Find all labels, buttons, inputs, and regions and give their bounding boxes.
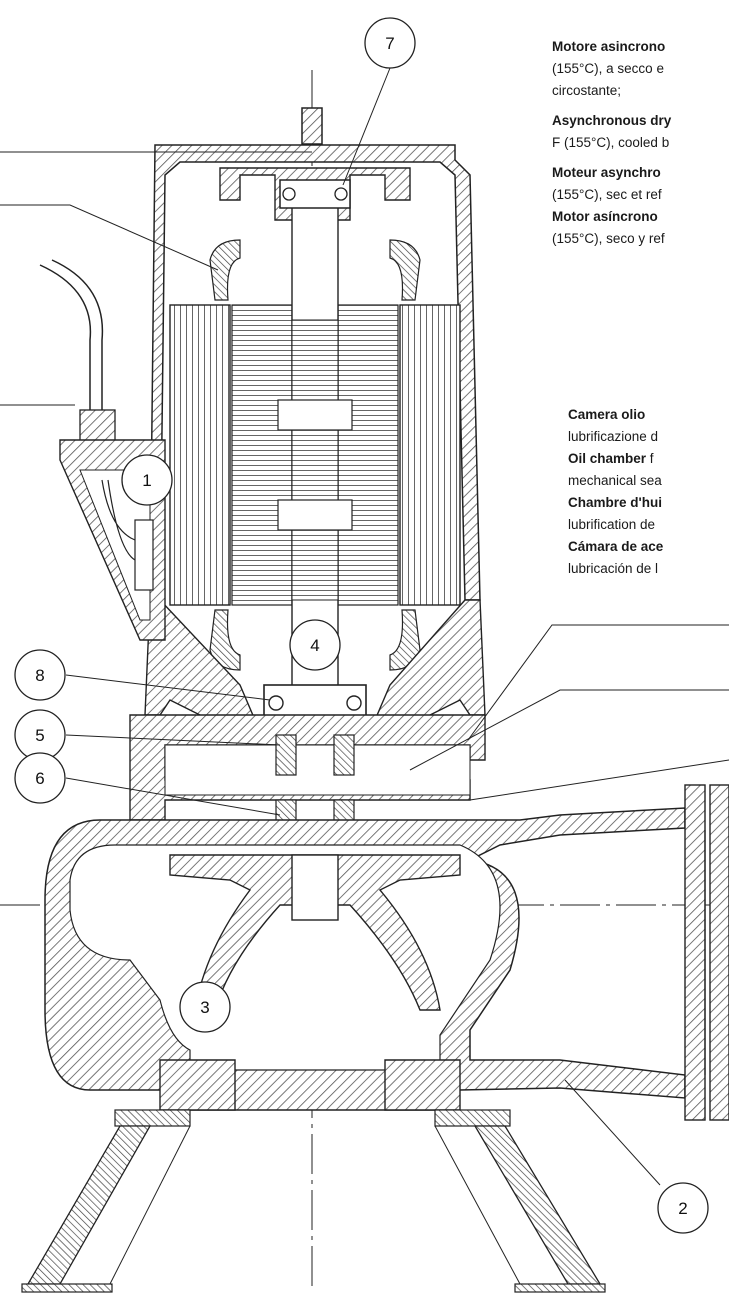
svg-text:4: 4	[310, 636, 319, 655]
motor-fr-title: Moteur asynchro	[552, 165, 661, 180]
balloon-7: 7	[364, 17, 416, 69]
outlet-flange-a	[684, 784, 706, 1121]
mechanical-seal-upper	[275, 734, 355, 776]
svg-text:3: 3	[200, 998, 209, 1017]
oil-chamber-description: Camera olio lubrificazione d Oil chamber…	[568, 404, 663, 580]
shaft-core	[291, 319, 339, 601]
leader-balloon-8	[65, 674, 271, 701]
oil-en-title: Oil chamber	[568, 451, 647, 466]
stator-right	[399, 304, 461, 606]
leader-balloon-5	[65, 734, 281, 746]
rotor-left	[231, 304, 293, 606]
motor-fr-line: (155°C), sec et ref	[552, 187, 662, 202]
leader-casing	[469, 759, 729, 801]
oil-fr-line: lubrification de	[568, 517, 656, 532]
base-leg-right	[473, 1125, 602, 1285]
shaft-segment-a	[277, 399, 353, 431]
bearing-ball-right	[346, 695, 362, 711]
rotor-right	[337, 304, 399, 606]
motor-en-line: F (155°C), cooled b	[552, 135, 670, 150]
wear-ring-right	[384, 1059, 461, 1111]
leader-oil-chamber	[409, 689, 729, 771]
cable-wires	[101, 479, 136, 561]
leader-motor	[467, 624, 729, 741]
balloon-8: 8	[14, 649, 66, 701]
base-foot-left	[21, 1283, 113, 1293]
balloon-6: 6	[14, 752, 66, 804]
impeller-hub	[291, 854, 339, 921]
oil-en-rest: f	[646, 451, 654, 466]
svg-text:1: 1	[142, 471, 151, 490]
balloon-4: 4	[289, 619, 341, 671]
leader-balloon-2	[564, 1079, 661, 1186]
base-inner-right	[434, 1125, 521, 1285]
base-ring-right	[434, 1109, 511, 1127]
oil-es-title: Cámara de ace	[568, 539, 664, 554]
motor-it-line: (155°C), a secco e	[552, 61, 664, 76]
oil-fr-title: Chambre d'hui	[568, 495, 662, 510]
winding-top-left	[209, 239, 241, 301]
leader-winding	[0, 204, 219, 271]
shaft-segment-b	[277, 499, 353, 531]
balloon-3: 3	[179, 981, 231, 1033]
winding-top-right	[389, 239, 421, 301]
volute-interior	[69, 844, 501, 1071]
svg-text:8: 8	[35, 666, 44, 685]
svg-text:2: 2	[678, 1199, 687, 1218]
motor-description: Motore asincrono (155°C), a secco e circ…	[552, 36, 671, 250]
base-foot-right	[514, 1283, 606, 1293]
terminal-block	[134, 519, 154, 591]
svg-text:7: 7	[385, 34, 394, 53]
upper-bearing-ball-left	[282, 187, 296, 201]
svg-text:5: 5	[35, 726, 44, 745]
balloon-2: 2	[657, 1182, 709, 1234]
base-ring-left	[114, 1109, 191, 1127]
leader-balloon-7	[342, 67, 391, 186]
stator-left	[169, 304, 231, 606]
motor-en-title: Asynchronous dry	[552, 113, 672, 128]
outlet-flange-b	[709, 784, 729, 1121]
wear-ring-left	[159, 1059, 236, 1111]
power-cable	[39, 259, 104, 420]
upper-bearing-ball-right	[334, 187, 348, 201]
oil-es-line: lubricación de l	[568, 561, 659, 576]
oil-en-line: mechanical sea	[568, 473, 662, 488]
motor-it-line3: circostante;	[552, 83, 622, 98]
lifting-eye	[301, 107, 323, 145]
balloon-1: 1	[121, 454, 173, 506]
svg-text:6: 6	[35, 769, 44, 788]
oil-it-title: Camera olio	[568, 407, 646, 422]
base-inner-left	[109, 1125, 191, 1285]
motor-it-title: Motore asincrono	[552, 39, 666, 54]
leader-balloon-6	[65, 777, 281, 816]
oil-it-line: lubrificazione d	[568, 429, 659, 444]
motor-es-title: Motor asíncrono	[552, 209, 658, 224]
oil-chamber-space	[164, 744, 471, 796]
motor-es-line: (155°C), seco y ref	[552, 231, 665, 246]
base-leg-left	[26, 1125, 152, 1285]
bearing-ball-left	[268, 695, 284, 711]
